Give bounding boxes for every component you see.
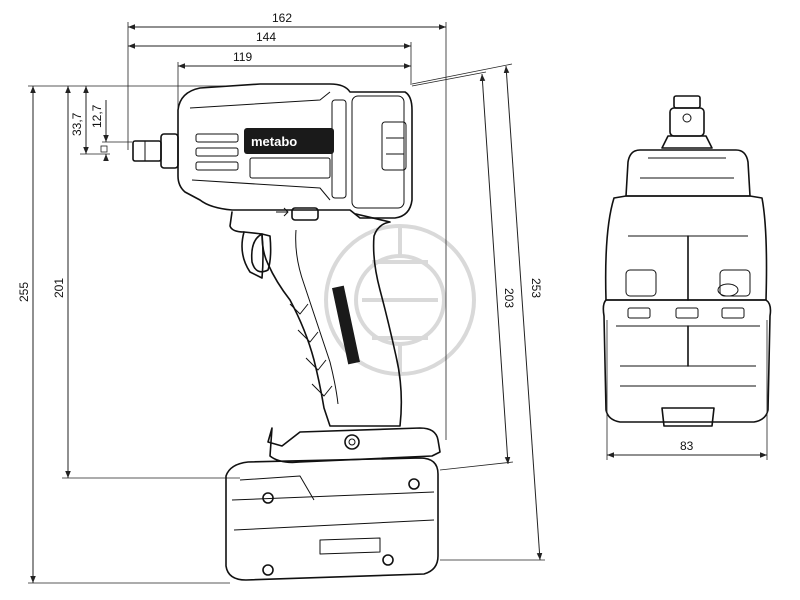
tool-side-view: metabo [132,83,441,581]
dimension-label-33-7: 33,7 [70,112,84,136]
dimension-label-83: 83 [680,439,694,453]
dimension-label-253: 253 [529,278,543,298]
dimension-label-144: 144 [256,30,276,44]
brand-logo-text: metabo [251,134,297,149]
dimension-162: 162 [127,11,447,440]
dimension-12-7: 12,7 [90,100,132,161]
dimension-253: 253 [411,63,545,561]
dimension-203: 203 [411,71,516,471]
dimension-144: 144 [128,30,412,85]
dimension-label-203: 203 [502,288,516,308]
dimension-label-12-7: 12,7 [90,104,104,128]
dimension-83: 83 [606,320,768,460]
dimension-119: 119 [177,50,411,110]
dimension-255: 255 [17,85,230,584]
dimension-label-255: 255 [17,282,31,302]
dimension-201: 201 [52,86,240,479]
dimension-label-162: 162 [272,11,292,25]
dimension-label-119: 119 [233,50,252,64]
brand-logo: metabo [244,128,334,154]
dimension-label-201: 201 [52,278,66,298]
tool-front-view [602,95,772,427]
